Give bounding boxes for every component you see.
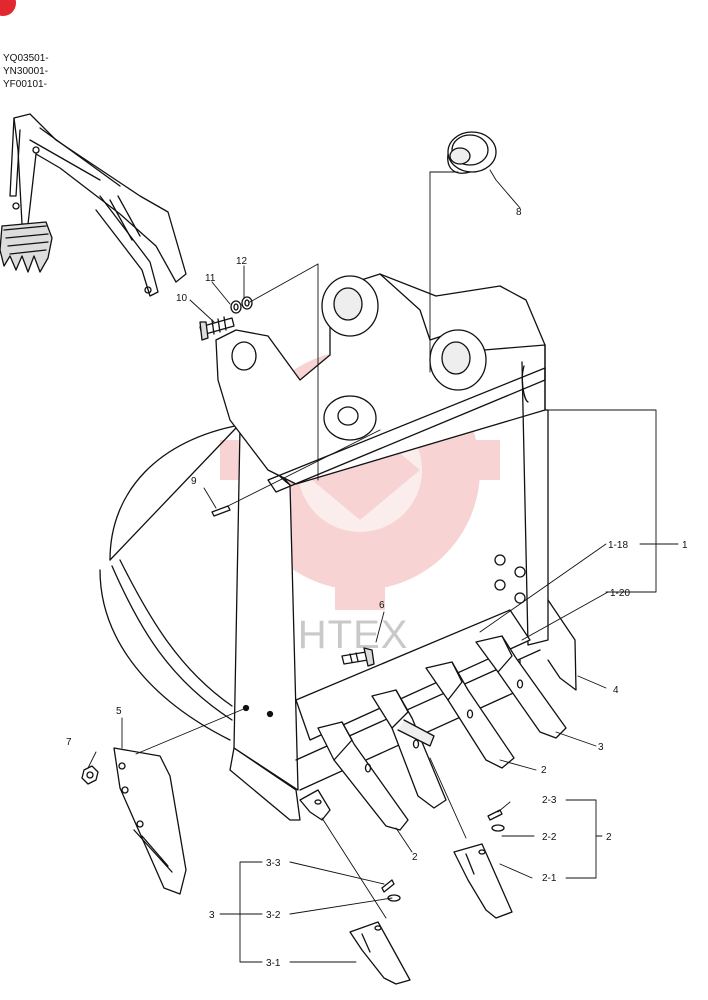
callout-2-group: 2 — [606, 832, 612, 843]
callout-2-3: 2-3 — [542, 795, 557, 806]
callout-5: 5 — [116, 706, 122, 717]
callout-8: 8 — [516, 207, 522, 218]
bolt-part — [199, 316, 235, 341]
callout-12: 12 — [236, 256, 248, 267]
cutter-bolt-part — [341, 647, 375, 667]
callout-10: 10 — [176, 293, 188, 304]
serial-number: YN30001- — [3, 66, 49, 77]
lock-washer-part — [230, 300, 242, 314]
excavator-arm-thumbnail — [0, 113, 187, 297]
lock-pin-part — [211, 505, 231, 517]
callout-6: 6 — [379, 600, 385, 611]
bucket-tooth — [371, 689, 447, 809]
callout-4: 4 — [613, 685, 619, 696]
callout-2-2: 2-2 — [542, 832, 557, 843]
side-shroud-plate — [113, 747, 187, 895]
serial-number: YQ03501- — [3, 53, 49, 64]
callout-3: 3 — [598, 742, 604, 753]
nut-part — [241, 296, 253, 310]
callout-7: 7 — [66, 737, 72, 748]
leader-lines — [87, 169, 679, 963]
exploded-tooth-3 — [349, 879, 411, 985]
washer-part — [447, 131, 497, 174]
callout-3-1: 3-1 — [266, 958, 281, 969]
callout-1-20: 1-20 — [610, 588, 630, 599]
bucket-tooth — [317, 721, 409, 831]
callout-labels: 8 12 11 10 9 1 1-18 1-20 6 4 5 3 7 2 2-3… — [66, 207, 688, 969]
serial-number-list: YQ03501- YN30001- YF00101- — [3, 52, 49, 91]
callout-1-18: 1-18 — [608, 540, 628, 551]
callout-2: 2 — [541, 765, 547, 776]
callout-3-2: 3-2 — [266, 910, 281, 921]
callout-9: 9 — [191, 476, 197, 487]
bucket-tooth — [425, 661, 515, 769]
serial-number: YF00101- — [3, 79, 47, 90]
corner-logo-mark — [0, 0, 16, 16]
exploded-tooth-2 — [453, 809, 513, 919]
callout-11: 11 — [205, 273, 216, 284]
callout-3-3: 3-3 — [266, 858, 281, 869]
callout-1: 1 — [682, 540, 688, 551]
callout-2-1: 2-1 — [542, 873, 557, 884]
bucket-tooth — [475, 635, 567, 739]
callout-3-group: 3 — [209, 910, 215, 921]
shroud-nut-part — [81, 765, 99, 785]
callout-2: 2 — [412, 852, 418, 863]
bucket-assembly — [99, 273, 577, 821]
tooth-adapter — [299, 789, 331, 821]
